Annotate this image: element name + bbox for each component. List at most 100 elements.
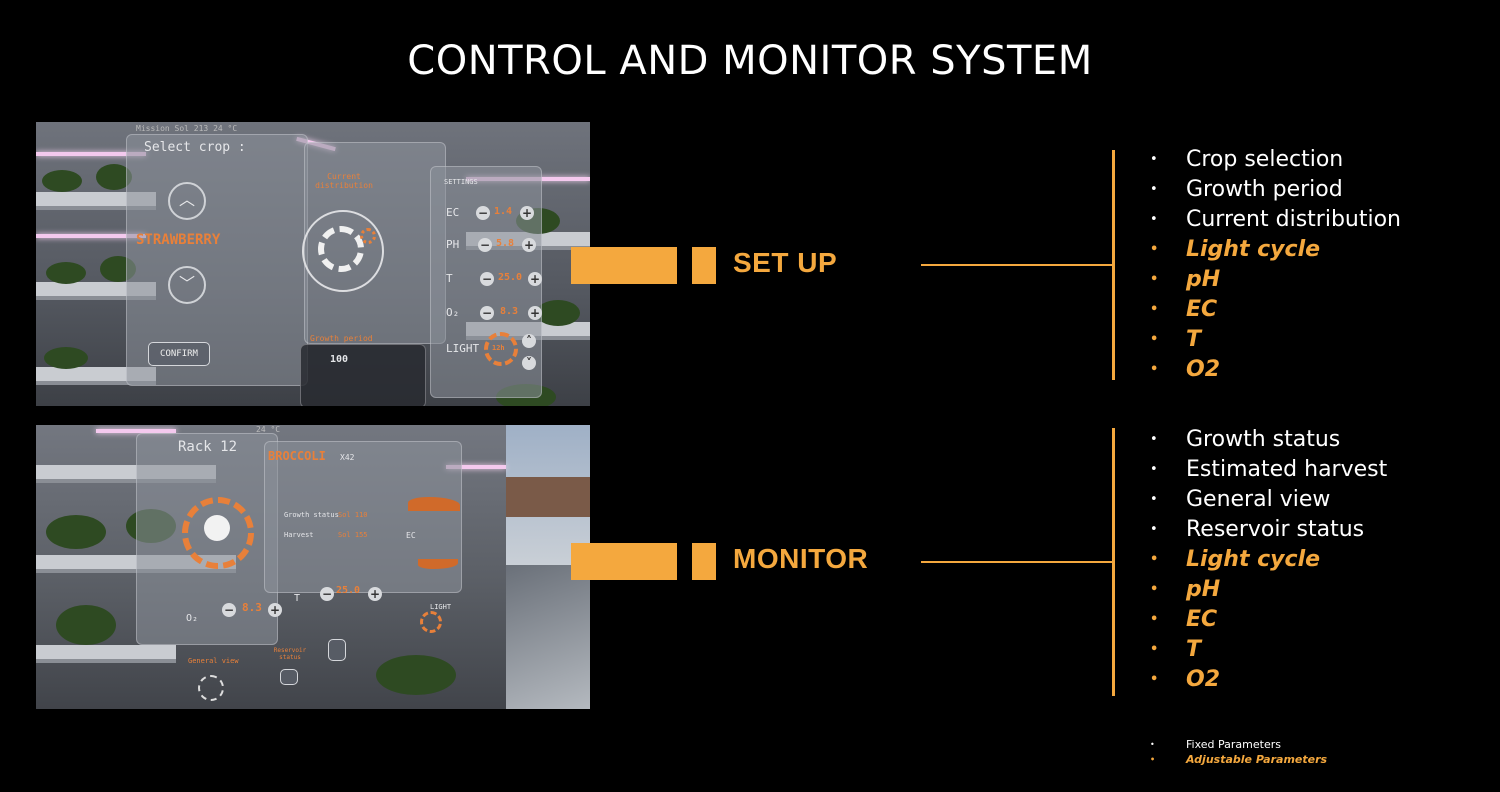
setup-screenshot: Mission Sol 213 24 °C Select crop : ︿ ST… bbox=[36, 122, 590, 406]
bullet-icon: • bbox=[1150, 522, 1158, 537]
setup-item: •EC bbox=[1150, 295, 1401, 325]
plant bbox=[46, 515, 106, 549]
crop-down-button[interactable]: ﹀ bbox=[168, 266, 206, 304]
light-label: LIGHT bbox=[430, 603, 452, 611]
reservoir-chart bbox=[408, 497, 460, 511]
distribution-ring-accent bbox=[360, 228, 376, 244]
monitor-connector-block bbox=[692, 543, 716, 580]
crop-name: BROCCOLI bbox=[268, 449, 326, 463]
chevron-down-icon: ﹀ bbox=[178, 274, 195, 293]
monitor-item: • pH bbox=[1150, 575, 1387, 605]
setup-item-label: Light cycle bbox=[1186, 237, 1321, 262]
setup-item: •T bbox=[1150, 325, 1401, 355]
light-cycle-dial[interactable] bbox=[484, 332, 518, 366]
setup-connector-bar bbox=[571, 247, 677, 284]
ec-plus-button[interactable]: + bbox=[520, 206, 534, 220]
setup-connector-line bbox=[921, 264, 1113, 266]
light-up-button[interactable]: ˄ bbox=[522, 334, 536, 348]
growth-period-input[interactable]: 100 bbox=[330, 354, 349, 365]
grow-light bbox=[36, 234, 146, 238]
setup-item-label: O2 bbox=[1186, 357, 1221, 382]
legend-adjustable: • Adjustable Parameters bbox=[1150, 752, 1327, 767]
plant bbox=[42, 170, 82, 192]
monitor-item: •Light cycle bbox=[1150, 545, 1387, 575]
reservoir-button[interactable] bbox=[280, 669, 298, 685]
settings-label: SETTINGS bbox=[444, 178, 478, 186]
monitor-item: •Reservoir status bbox=[1150, 515, 1387, 545]
distribution-dial[interactable] bbox=[302, 210, 384, 292]
monitor-item: •EC bbox=[1150, 605, 1387, 635]
legend: • Fixed Parameters • Adjustable Paramete… bbox=[1150, 737, 1327, 767]
bullet-icon: • bbox=[1150, 582, 1159, 597]
t-plus-button[interactable]: + bbox=[528, 272, 542, 286]
t-label: T bbox=[446, 272, 453, 285]
harvest-value: Sol 155 bbox=[338, 531, 368, 539]
o2-plus-button[interactable]: + bbox=[528, 306, 542, 320]
light-cycle-dial[interactable] bbox=[420, 611, 442, 633]
crop-up-button[interactable]: ︿ bbox=[168, 182, 206, 220]
t-value: 25.0 bbox=[336, 585, 361, 596]
bullet-icon: • bbox=[1150, 242, 1159, 257]
harvest-label: Harvest bbox=[284, 531, 314, 539]
ph-plus-button[interactable]: + bbox=[522, 238, 536, 252]
monitor-item: •O2 bbox=[1150, 665, 1387, 695]
setup-item-label: Growth period bbox=[1186, 177, 1343, 202]
bullet-icon: • bbox=[1150, 672, 1159, 687]
bullet-icon: • bbox=[1150, 182, 1158, 197]
setup-item: • pH bbox=[1150, 265, 1401, 295]
bullet-icon: • bbox=[1150, 332, 1159, 347]
monitor-item-label: Growth status bbox=[1186, 427, 1341, 452]
monitor-label: MONITOR bbox=[733, 543, 869, 574]
monitor-item: •T bbox=[1150, 635, 1387, 665]
light-down-button[interactable]: ˅ bbox=[522, 356, 536, 370]
ec-value: 1.4 bbox=[494, 206, 513, 217]
ph-label: PH bbox=[446, 238, 460, 251]
o2-minus-button[interactable]: − bbox=[222, 603, 236, 617]
monitor-item-label: pH bbox=[1186, 577, 1221, 602]
t-label: T bbox=[294, 593, 301, 604]
growth-progress-ring bbox=[182, 497, 254, 569]
ph-minus-button[interactable]: − bbox=[478, 238, 492, 252]
t-minus-button[interactable]: − bbox=[480, 272, 494, 286]
chevron-up-icon: ︿ bbox=[178, 190, 195, 209]
t-plus-button[interactable]: + bbox=[368, 587, 382, 601]
bullet-icon: • bbox=[1150, 462, 1158, 477]
legend-adjustable-label: Adjustable Parameters bbox=[1186, 753, 1328, 766]
plant bbox=[56, 605, 116, 645]
rack-shelf bbox=[36, 645, 176, 663]
growth-period-panel bbox=[300, 344, 426, 406]
monitor-item-label: T bbox=[1186, 637, 1202, 662]
bullet-icon: • bbox=[1150, 272, 1159, 287]
monitor-item-label: General view bbox=[1186, 487, 1331, 512]
general-view-button[interactable] bbox=[198, 675, 224, 701]
page-title: CONTROL AND MONITOR SYSTEM bbox=[407, 38, 1093, 84]
setup-item-label: T bbox=[1186, 327, 1202, 352]
t-minus-button[interactable]: − bbox=[320, 587, 334, 601]
distribution-ring bbox=[318, 226, 364, 272]
bullet-icon: • bbox=[1150, 612, 1159, 627]
ec-minus-button[interactable]: − bbox=[476, 206, 490, 220]
o2-minus-button[interactable]: − bbox=[480, 306, 494, 320]
confirm-button[interactable]: CONFIRM bbox=[148, 342, 210, 366]
setup-item-label: Crop selection bbox=[1186, 147, 1344, 172]
o2-label: O₂ bbox=[186, 613, 199, 624]
setup-item-label: pH bbox=[1186, 267, 1221, 292]
reset-button[interactable] bbox=[328, 639, 346, 661]
plant bbox=[46, 262, 86, 284]
select-crop-label: Select crop : bbox=[144, 140, 246, 155]
bullet-icon: • bbox=[1150, 740, 1155, 749]
monitor-connector-line bbox=[921, 561, 1113, 563]
monitor-header: 24 °C bbox=[256, 425, 281, 434]
broccoli-icon bbox=[204, 515, 230, 541]
setup-item-label: EC bbox=[1186, 297, 1218, 322]
o2-plus-button[interactable]: + bbox=[268, 603, 282, 617]
setup-item: •O2 bbox=[1150, 355, 1401, 385]
crop-name: STRAWBERRY bbox=[136, 232, 221, 248]
ph-value: 5.8 bbox=[496, 238, 515, 249]
light-value: 12h bbox=[492, 344, 505, 352]
bullet-icon: • bbox=[1150, 432, 1158, 447]
legend-fixed-label: Fixed Parameters bbox=[1186, 738, 1281, 751]
o2-value: 8.3 bbox=[500, 306, 519, 317]
setup-item: • Crop selection bbox=[1150, 145, 1401, 175]
bullet-icon: • bbox=[1150, 152, 1158, 167]
